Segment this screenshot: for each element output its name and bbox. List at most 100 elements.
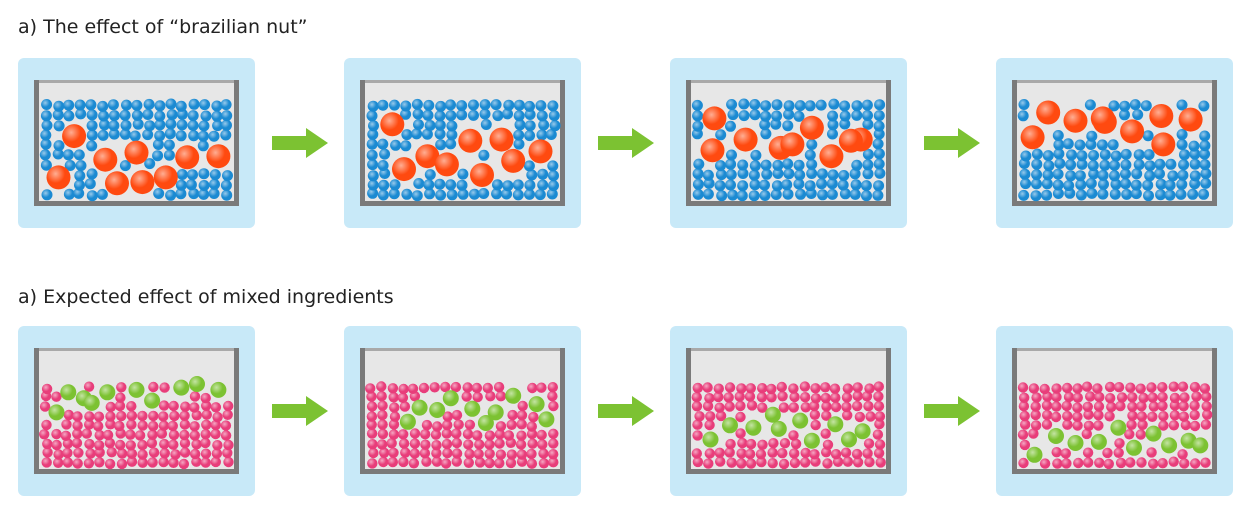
- small-particle: [736, 448, 747, 459]
- small-particle: [534, 189, 546, 201]
- small-particle: [691, 99, 703, 111]
- arrow-icon: [272, 396, 328, 426]
- small-particle: [862, 448, 873, 459]
- small-particle: [493, 381, 505, 393]
- small-particle: [1076, 150, 1088, 162]
- small-particle: [42, 438, 53, 450]
- arrow-icon: [924, 396, 980, 426]
- small-particle: [736, 190, 748, 202]
- small-particle: [450, 381, 462, 393]
- small-particle: [39, 149, 51, 161]
- small-particle: [537, 168, 549, 180]
- small-particle: [713, 391, 724, 403]
- small-particle: [1092, 383, 1103, 394]
- small-particle: [842, 383, 854, 394]
- small-particle: [1199, 148, 1211, 160]
- small-particle: [220, 99, 232, 111]
- small-particle: [479, 108, 491, 120]
- small-particle: [1072, 411, 1083, 422]
- small-particle: [1086, 130, 1098, 142]
- small-particle: [445, 99, 456, 111]
- small-particle: [1062, 382, 1073, 394]
- small-particle: [197, 130, 209, 142]
- small-particle: [1169, 400, 1181, 411]
- small-particle: [413, 178, 425, 189]
- small-particle: [116, 410, 127, 422]
- small-particle: [841, 401, 852, 413]
- small-particle: [495, 391, 507, 402]
- small-particle: [865, 411, 876, 422]
- small-particle: [148, 420, 159, 432]
- small-particle: [164, 128, 176, 140]
- small-particle: [830, 401, 842, 413]
- large-particle: [210, 381, 227, 398]
- stage-panel-1: [18, 58, 255, 228]
- row-mixed-ingredients: [0, 326, 1250, 496]
- small-particle: [723, 392, 734, 403]
- small-particle: [1042, 169, 1054, 181]
- small-particle: [169, 410, 180, 422]
- small-particle: [864, 383, 875, 394]
- small-particle: [715, 456, 726, 467]
- small-particle: [1168, 420, 1180, 431]
- small-particle: [189, 402, 200, 413]
- small-particle: [820, 392, 831, 404]
- small-particle: [40, 110, 52, 122]
- small-particle: [1189, 148, 1201, 160]
- small-particle: [1121, 188, 1133, 200]
- small-particle: [524, 109, 536, 120]
- small-particle: [692, 382, 703, 394]
- small-particle: [388, 447, 399, 458]
- small-particle: [1124, 429, 1135, 440]
- small-particle: [873, 158, 885, 170]
- small-particle: [1099, 149, 1111, 161]
- small-particle: [440, 381, 451, 393]
- small-particle: [800, 447, 811, 459]
- small-particle: [81, 428, 92, 439]
- small-particle: [1147, 411, 1158, 422]
- small-particle: [1019, 439, 1031, 451]
- small-particle: [821, 410, 832, 421]
- small-particle: [536, 382, 547, 393]
- small-particle: [514, 119, 526, 131]
- large-particle: [799, 115, 824, 140]
- small-particle: [827, 110, 839, 122]
- small-particle: [1155, 178, 1167, 190]
- small-particle: [408, 458, 420, 469]
- large-particle: [206, 144, 231, 169]
- small-particle: [423, 99, 435, 111]
- large-particle: [854, 423, 871, 440]
- small-particle: [736, 458, 747, 469]
- small-particle: [516, 419, 527, 430]
- small-particle: [850, 179, 862, 191]
- small-particle: [839, 188, 851, 200]
- container-diagram: [1012, 348, 1217, 474]
- small-particle: [759, 190, 771, 201]
- small-particle: [793, 159, 805, 171]
- small-particle: [116, 458, 128, 470]
- small-particle: [548, 170, 559, 182]
- small-particle: [64, 160, 76, 171]
- small-particle: [490, 99, 502, 111]
- small-particle: [482, 382, 493, 394]
- small-particle: [1154, 158, 1166, 170]
- small-particle: [1168, 381, 1179, 392]
- small-particle: [1199, 140, 1211, 152]
- small-particle: [400, 108, 412, 120]
- small-particle: [1177, 381, 1189, 392]
- small-particle: [1178, 159, 1190, 171]
- small-particle: [513, 138, 525, 150]
- small-particle: [872, 429, 884, 440]
- container-diagram: [34, 80, 239, 206]
- small-particle: [86, 129, 98, 141]
- small-particle: [115, 439, 126, 451]
- small-particle: [727, 189, 739, 201]
- large-particle: [1036, 100, 1061, 125]
- small-particle: [1041, 189, 1053, 201]
- small-particle: [188, 130, 200, 142]
- small-particle: [1041, 419, 1053, 430]
- small-particle: [168, 439, 179, 450]
- small-particle: [1142, 130, 1154, 142]
- small-particle: [1189, 381, 1201, 393]
- small-particle: [1075, 189, 1087, 201]
